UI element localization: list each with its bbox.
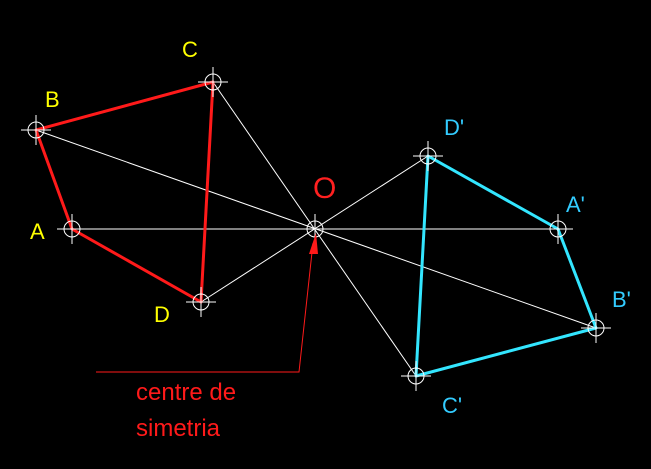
label-a-prime: A' — [566, 192, 585, 217]
polygon-abcd-prime — [414, 154, 598, 378]
label-a: A — [30, 219, 45, 244]
annotation-line-2: simetria — [136, 415, 221, 442]
label-center-o: O — [313, 172, 336, 205]
crosshair-circle-icon — [543, 214, 573, 244]
label-b-prime: B' — [612, 287, 631, 312]
point-markers — [21, 67, 611, 391]
crosshair-circle-icon — [57, 214, 87, 244]
crosshair-circle-icon — [401, 361, 431, 391]
label-b: B — [45, 87, 60, 112]
crosshair-circle-icon — [581, 313, 611, 343]
arrow-icon — [309, 233, 318, 254]
label-d: D — [154, 302, 170, 327]
crosshair-circle-icon — [21, 115, 51, 145]
crosshair-circle-icon — [198, 67, 228, 97]
crosshair-circle-icon — [186, 287, 216, 317]
polygon-abcd — [34, 80, 215, 304]
label-d-prime: D' — [444, 115, 464, 140]
annotation-leader-line — [96, 242, 314, 373]
label-c: C — [182, 37, 198, 62]
annotation-line-1: centre de — [136, 379, 236, 406]
crosshair-circle-icon — [413, 141, 443, 171]
label-c-prime: C' — [442, 393, 462, 418]
